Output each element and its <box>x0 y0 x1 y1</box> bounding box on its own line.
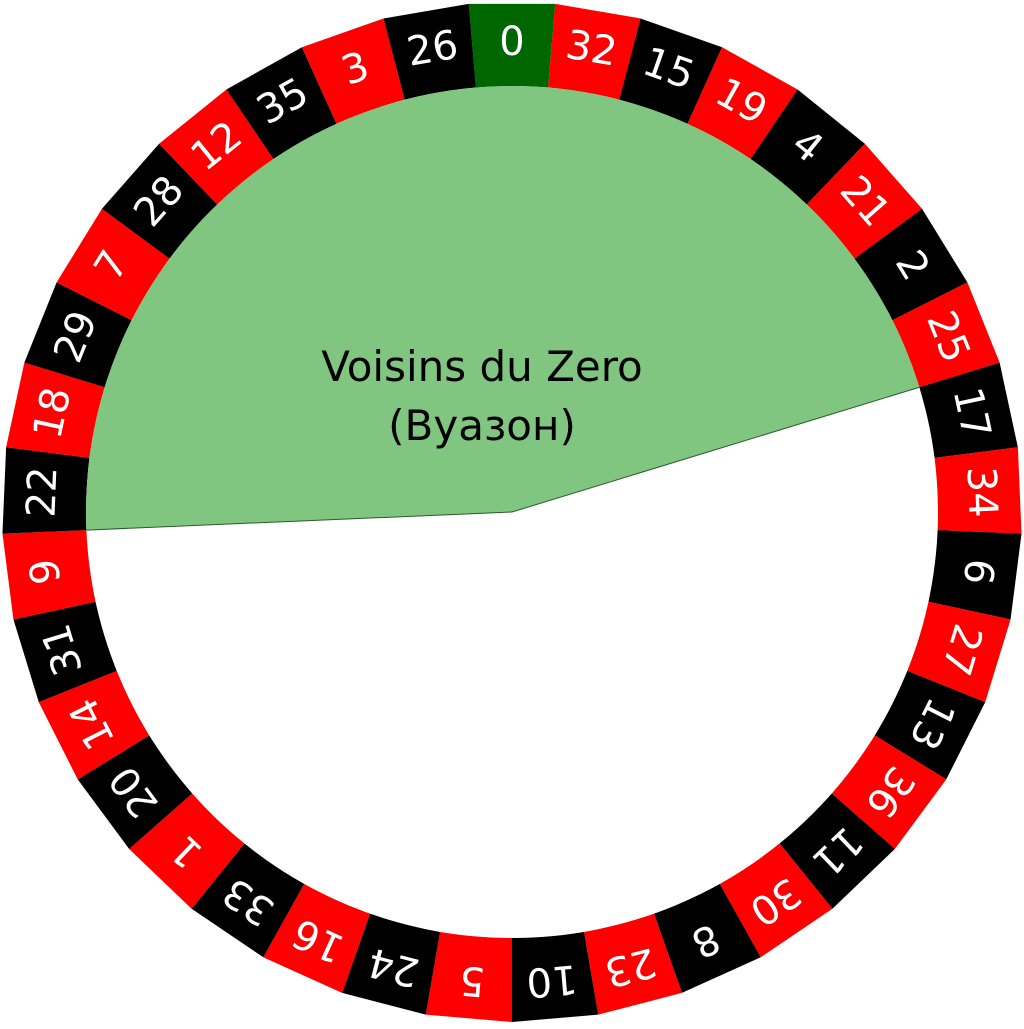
pocket-34 <box>934 447 1022 534</box>
pocket-number-9: 9 <box>21 556 70 587</box>
pocket-33 <box>191 843 305 958</box>
sector-boundary-left <box>86 511 513 531</box>
pocket-0 <box>468 3 556 88</box>
pocket-27 <box>907 601 1011 703</box>
pocket-35 <box>226 47 337 160</box>
pocket-1 <box>129 793 245 909</box>
pocket-15 <box>619 18 723 124</box>
pocket-number-26: 26 <box>404 22 462 76</box>
pocket-11 <box>779 793 895 909</box>
pocket-5 <box>425 931 512 1022</box>
pocket-number-10: 10 <box>525 955 580 1005</box>
pocket-17 <box>919 362 1018 458</box>
pocket-10 <box>512 931 599 1022</box>
pocket-number-18: 18 <box>25 383 81 442</box>
pocket-number-5: 5 <box>458 956 487 1004</box>
pocket-31 <box>13 601 117 703</box>
sector-label-line2: (Вуазон) <box>388 401 576 450</box>
pocket-30 <box>719 843 833 958</box>
pocket-22 <box>2 447 90 534</box>
sector-boundary-right <box>511 386 920 513</box>
pocket-4 <box>750 89 865 205</box>
voisins-du-zero-sector <box>86 86 920 531</box>
pocket-24 <box>342 913 441 1015</box>
pocket-number-0: 0 <box>499 19 524 65</box>
pocket-28 <box>101 143 218 259</box>
pocket-29 <box>24 282 132 388</box>
pocket-3 <box>301 18 405 124</box>
pocket-19 <box>687 47 798 160</box>
pocket-23 <box>583 913 682 1015</box>
pocket-12 <box>159 89 274 205</box>
pocket-ring <box>2 3 1022 1022</box>
pocket-13 <box>874 670 986 780</box>
pocket-14 <box>38 670 150 780</box>
pocket-7 <box>56 208 170 321</box>
pocket-21 <box>806 143 923 259</box>
pocket-number-32: 32 <box>562 22 620 76</box>
pocket-32 <box>548 3 641 100</box>
pocket-36 <box>831 735 947 849</box>
pocket-number-34: 34 <box>958 466 1006 519</box>
pocket-26 <box>383 3 476 100</box>
pocket-9 <box>2 530 96 620</box>
sector-label-line1: Voisins du Zero <box>321 342 643 391</box>
pocket-6 <box>928 530 1022 620</box>
pocket-number-17: 17 <box>944 383 1000 442</box>
pocket-25 <box>892 282 1000 388</box>
pocket-16 <box>263 883 371 993</box>
pocket-2 <box>854 208 968 321</box>
pocket-20 <box>77 735 193 849</box>
pocket-number-6: 6 <box>954 556 1003 587</box>
pocket-18 <box>6 362 105 458</box>
pocket-8 <box>653 883 761 993</box>
pocket-number-22: 22 <box>18 466 66 519</box>
